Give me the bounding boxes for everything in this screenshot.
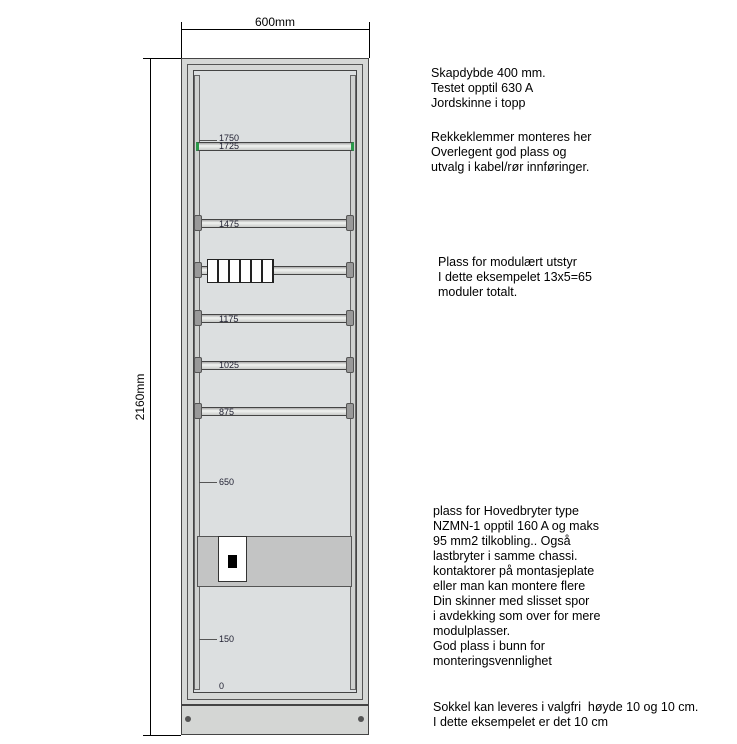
height-mark: 1475 (219, 219, 240, 229)
switch-handle (228, 555, 237, 568)
rail-clip (346, 310, 354, 326)
height-mark: 1025 (219, 360, 240, 370)
modular-breakers (207, 259, 274, 283)
rail-clip (194, 357, 202, 373)
tick-150 (199, 639, 217, 640)
width-label: 600mm (254, 15, 295, 29)
width-dimension-line (181, 29, 369, 30)
note-terminals: Rekkeklemmer monteres her Overlegent god… (431, 130, 592, 174)
plinth (181, 705, 369, 735)
height-dimension-line (150, 58, 151, 735)
tick-650 (199, 482, 217, 483)
plinth-screw-left (185, 716, 191, 722)
rail-clip (346, 215, 354, 231)
note-modules: Plass for modulært utstyr I dette eksemp… (438, 255, 592, 299)
rail-clip (194, 310, 202, 326)
height-mark: 1725 (219, 141, 240, 151)
height-ext-top (143, 58, 181, 59)
tick-1750 (199, 140, 217, 141)
right-upright (350, 75, 356, 690)
rail-clip (194, 403, 202, 419)
cabinet-inner-panel (193, 70, 357, 693)
note-plinth: Sokkel kan leveres i valgfri høyde 10 og… (433, 700, 699, 729)
height-mark: 1750 (219, 133, 240, 143)
width-ext-right (369, 22, 370, 58)
rail-clip (346, 262, 354, 278)
height-mark: 1175 (219, 314, 239, 324)
cabinet-frame (187, 64, 363, 700)
height-label: 2160mm (133, 373, 147, 421)
height-mark: 0 (219, 681, 225, 691)
height-mark: 650 (219, 477, 235, 487)
height-mark: 150 (219, 634, 235, 644)
note-depth: Skapdybde 400 mm. Testet opptil 630 A Jo… (431, 66, 546, 110)
height-mark: 875 (219, 407, 235, 417)
width-ext-left (181, 22, 182, 58)
rail-clip (194, 215, 202, 231)
plinth-screw-right (358, 716, 364, 722)
rail-clip (194, 262, 202, 278)
height-ext-bottom (143, 735, 181, 736)
terminal-rail-1725 (196, 142, 354, 151)
note-main-switch: plass for Hovedbryter type NZMN-1 opptil… (433, 504, 601, 668)
left-upright (194, 75, 200, 690)
rail-clip (346, 357, 354, 373)
main-switch (218, 536, 247, 582)
rail-clip (346, 403, 354, 419)
